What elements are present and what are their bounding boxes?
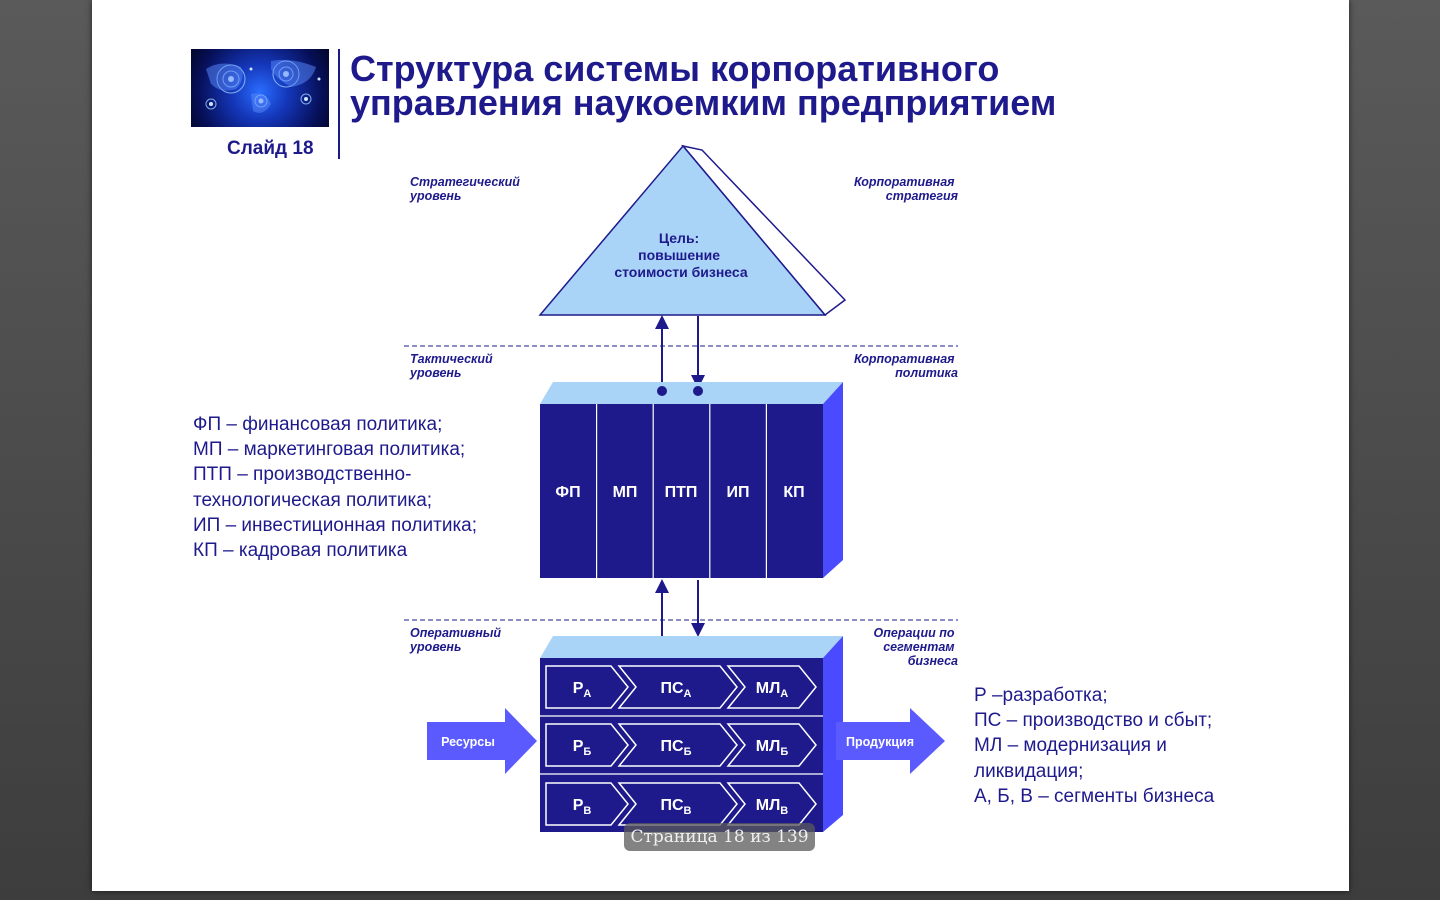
resources-label: Ресурсы [441, 735, 495, 749]
cell-sub: В [583, 805, 591, 817]
cell-main: ПС [660, 797, 684, 814]
segment-c-ps: ПСВ [660, 797, 691, 817]
policy-ip: ИП [727, 484, 750, 501]
cell-main: Р [573, 738, 584, 755]
policy-kp: КП [783, 484, 804, 501]
segment-b-r: РБ [573, 738, 592, 758]
cell-sub: А [780, 688, 788, 700]
operations-legend: Р –разработка; ПС – производство и сбыт;… [974, 683, 1214, 809]
cell-main: МЛ [756, 738, 781, 755]
products-arrow [836, 708, 945, 774]
connector-dot [657, 386, 667, 396]
page-title: Структура системы корпоративного управле… [350, 48, 1250, 123]
policy-fp: ФП [555, 484, 580, 501]
label-line: Тактический [410, 352, 493, 366]
goal-line: повышение [638, 247, 720, 263]
legend-item: технологическая политика; [193, 489, 433, 511]
label-line: стратегия [886, 189, 959, 203]
operations-label: Операции по сегментам бизнеса [874, 626, 959, 668]
label-line: Оперативный [410, 626, 501, 640]
segment-a-ps: ПСА [660, 680, 691, 700]
goal-text: Цель: повышение стоимости бизнеса [614, 230, 748, 280]
cell-main: МЛ [756, 680, 781, 697]
label-line: уровень [409, 640, 461, 654]
segment-c-ml: МЛВ [756, 797, 789, 817]
cell-sub: А [583, 688, 591, 700]
resources-arrow [427, 708, 537, 774]
legend-item: МЛ – модернизация и [974, 735, 1167, 757]
title-line-2: управления наукоемким предприятием [350, 82, 1057, 123]
cell-main: ПС [660, 680, 684, 697]
policy-legend: ФП – финансовая политика; МП – маркетинг… [193, 412, 477, 563]
goal-line: стоимости бизнеса [614, 264, 748, 280]
cell-sub: Б [780, 746, 788, 758]
connector-dot [693, 386, 703, 396]
cell-main: Р [573, 680, 584, 697]
label-line: сегментам [883, 640, 954, 654]
world-map-logo [191, 49, 329, 127]
segment-b-ml: МЛБ [756, 738, 789, 758]
legend-item: ПТП – производственно- [193, 464, 412, 486]
cell-main: ПС [661, 738, 685, 755]
operations-block-top [540, 636, 843, 658]
cell-sub: Б [583, 746, 591, 758]
policy-ptp: ПТП [665, 484, 698, 501]
label-line: уровень [409, 189, 461, 203]
operations-block [540, 658, 823, 832]
label-line: уровень [409, 366, 461, 380]
title-line-1: Структура системы корпоративного [350, 48, 1000, 89]
slide-number: Слайд 18 [227, 138, 314, 159]
cell-main: Р [573, 797, 584, 814]
segment-c-r: РВ [573, 797, 592, 817]
policy-mp: МП [613, 484, 638, 501]
operations-block-side [823, 636, 843, 832]
policies-block [540, 404, 823, 578]
label-line: Операции по [874, 626, 955, 640]
segment-a-r: РА [573, 680, 592, 700]
label-line: политика [895, 366, 958, 380]
goal-pyramid [538, 144, 827, 316]
corporate-strategy-label: Корпоративная стратегия [854, 175, 959, 203]
segment-a-ml: МЛА [756, 680, 789, 700]
operational-level-label: Оперативный уровень [409, 626, 505, 654]
label-line: Корпоративная [854, 352, 955, 366]
label-line: бизнеса [908, 654, 958, 668]
legend-item: МП – маркетинговая политика; [193, 439, 466, 461]
label-line: Корпоративная [854, 175, 955, 189]
policies-block-side [823, 382, 843, 578]
legend-item: А, Б, В – сегменты бизнеса [974, 785, 1215, 807]
legend-item: Р –разработка; [974, 685, 1108, 706]
policies-block-top [540, 382, 843, 404]
cell-main: МЛ [756, 797, 781, 814]
title-divider [338, 49, 340, 159]
corporate-policy-label: Корпоративная политика [854, 352, 958, 380]
cell-sub: Б [684, 746, 692, 758]
segment-b-ps: ПСБ [661, 738, 692, 758]
legend-item: ликвидация; [974, 760, 1084, 782]
legend-item: КП – кадровая политика [193, 540, 408, 562]
products-label: Продукция [846, 735, 914, 749]
tactical-level-label: Тактический уровень [409, 352, 496, 380]
legend-item: ПС – производство и сбыт; [974, 710, 1213, 732]
cell-sub: В [780, 805, 788, 817]
legend-item: ИП – инвестиционная политика; [193, 514, 478, 536]
strategic-level-label: Стратегический уровень [409, 175, 523, 203]
legend-item: ФП – финансовая политика; [193, 414, 443, 435]
cell-sub: А [684, 688, 692, 700]
page-indicator: Страница 18 из 139 [624, 823, 815, 851]
cell-sub: В [684, 805, 692, 817]
label-line: Стратегический [410, 175, 520, 189]
goal-line: Цель: [659, 230, 699, 246]
